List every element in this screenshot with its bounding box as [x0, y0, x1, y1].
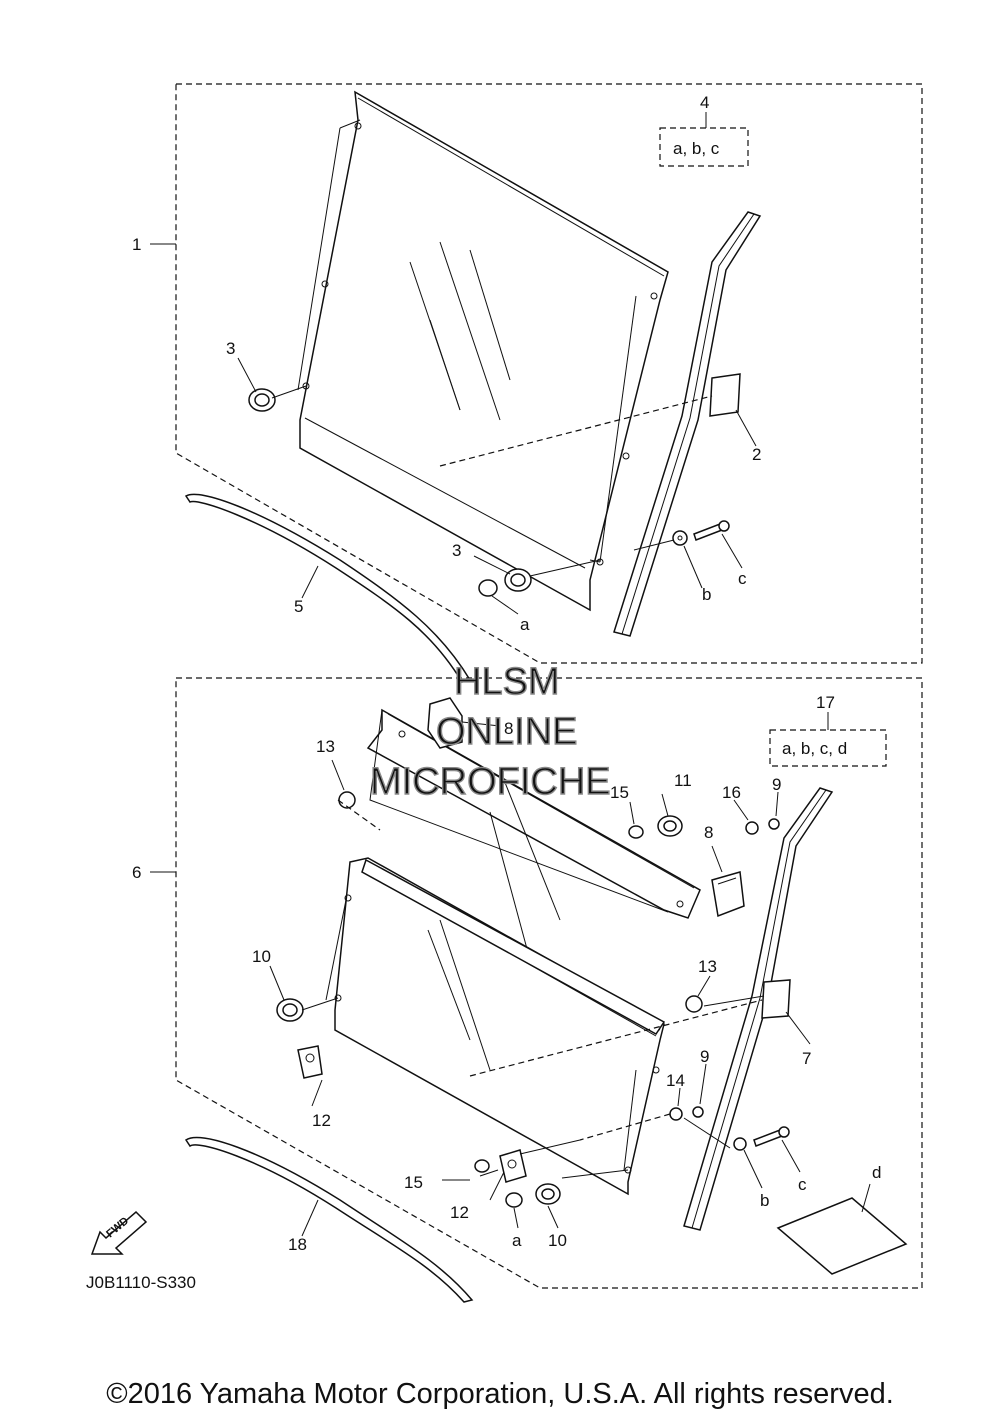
callout-13: 13	[316, 737, 335, 756]
callout-10: 10	[252, 947, 271, 966]
callout-12: 12	[450, 1203, 469, 1222]
washer-14	[669, 1107, 683, 1121]
callout-3: 3	[226, 339, 235, 358]
callout-labels: 1 3 2 3 c b 5 a 8 13 11 15 16 9 8 6 10 1…	[132, 235, 881, 1254]
callout-6: 6	[132, 863, 141, 882]
callout-8: 8	[704, 823, 713, 842]
callout-13: 13	[698, 957, 717, 976]
callout-16: 16	[722, 783, 741, 802]
grommet-13-right	[685, 995, 703, 1013]
nut-9-top	[768, 818, 780, 830]
nut-9-bottom	[692, 1106, 704, 1118]
callout-1: 1	[132, 235, 141, 254]
hinge-bracket-8-right	[711, 871, 745, 918]
callout-5: 5	[294, 597, 303, 616]
diagram-code: J0B1110-S330	[86, 1273, 196, 1292]
clip-12-bottom	[499, 1149, 527, 1183]
kit-number-lower: 17	[816, 693, 835, 712]
lower-group-dashed-boundary	[175, 677, 923, 1289]
upper-windshield-panel	[297, 90, 669, 612]
fwd-arrow-icon: FWD	[90, 1210, 148, 1255]
callout-12: 12	[312, 1111, 331, 1130]
grommet-13-top	[338, 791, 356, 809]
upper-kit-box	[659, 127, 749, 167]
upper-screw-c	[693, 520, 730, 541]
upper-grommet-3b	[504, 568, 532, 592]
clip-12-left	[297, 1045, 323, 1079]
lower-bottom-glass-panel	[325, 857, 665, 1196]
callout-b: b	[702, 585, 711, 604]
bolt-15-bottom	[474, 1159, 490, 1173]
upper-bolt-a	[478, 579, 498, 597]
label-sheet-d	[776, 1197, 908, 1275]
watermark-line-2: ONLINE	[436, 711, 577, 753]
label-sticker-7	[761, 979, 791, 1019]
bolt-15-top	[628, 825, 644, 839]
kit-number-upper: 4	[700, 93, 709, 112]
callout-15: 15	[404, 1173, 423, 1192]
callout-9: 9	[772, 775, 781, 794]
callout-9: 9	[700, 1047, 709, 1066]
lower-bolt-a	[505, 1192, 523, 1208]
upper-washer-b	[672, 530, 688, 546]
upper-group-dashed-boundary	[175, 83, 923, 664]
washer-16	[745, 821, 759, 835]
callout-c: c	[738, 569, 747, 588]
callout-3: 3	[452, 541, 461, 560]
watermark-line-3: MICROFICHE	[370, 761, 611, 803]
lower-seal-18	[184, 1136, 474, 1303]
lower-leader-lines	[150, 712, 871, 1237]
lower-top-glass-panel	[366, 708, 701, 961]
grommet-11	[657, 815, 683, 837]
label-sticker-2	[709, 373, 741, 417]
lower-screw-c	[753, 1126, 790, 1147]
copyright-notice: ©2016 Yamaha Motor Corporation, U.S.A. A…	[106, 1378, 894, 1410]
upper-leader-lines	[150, 112, 757, 615]
callout-18: 18	[288, 1235, 307, 1254]
hinge-bracket-8-top	[427, 697, 463, 749]
callout-d: d	[872, 1163, 881, 1182]
upper-frame-rail	[613, 211, 762, 637]
grommet-10-left	[276, 998, 304, 1022]
upper-grommet-3a	[248, 388, 276, 412]
upper-seal-5	[184, 493, 472, 683]
callout-10: 10	[548, 1231, 567, 1250]
grommet-10-bottom	[535, 1183, 561, 1205]
watermark: HLSM ONLINE MICROFICHE	[369, 660, 611, 803]
watermark-line-1: HLSM	[454, 661, 560, 703]
callout-a: a	[512, 1231, 522, 1250]
callout-7: 7	[802, 1049, 811, 1068]
lower-kit-box	[769, 729, 887, 767]
lower-washer-b	[733, 1137, 747, 1151]
lower-panel-hinge-seal	[361, 858, 666, 1035]
kit-contents-upper: a, b, c	[673, 139, 720, 158]
callout-8: 8	[504, 719, 513, 738]
callout-11: 11	[674, 771, 692, 790]
callout-b: b	[760, 1191, 769, 1210]
callout-14: 14	[666, 1071, 685, 1090]
callout-a: a	[520, 615, 530, 634]
callout-15: 15	[610, 783, 629, 802]
callout-c: c	[798, 1175, 807, 1194]
callout-2: 2	[752, 445, 761, 464]
kit-contents-lower: a, b, c, d	[782, 739, 847, 758]
lower-frame-rail	[683, 787, 834, 1231]
